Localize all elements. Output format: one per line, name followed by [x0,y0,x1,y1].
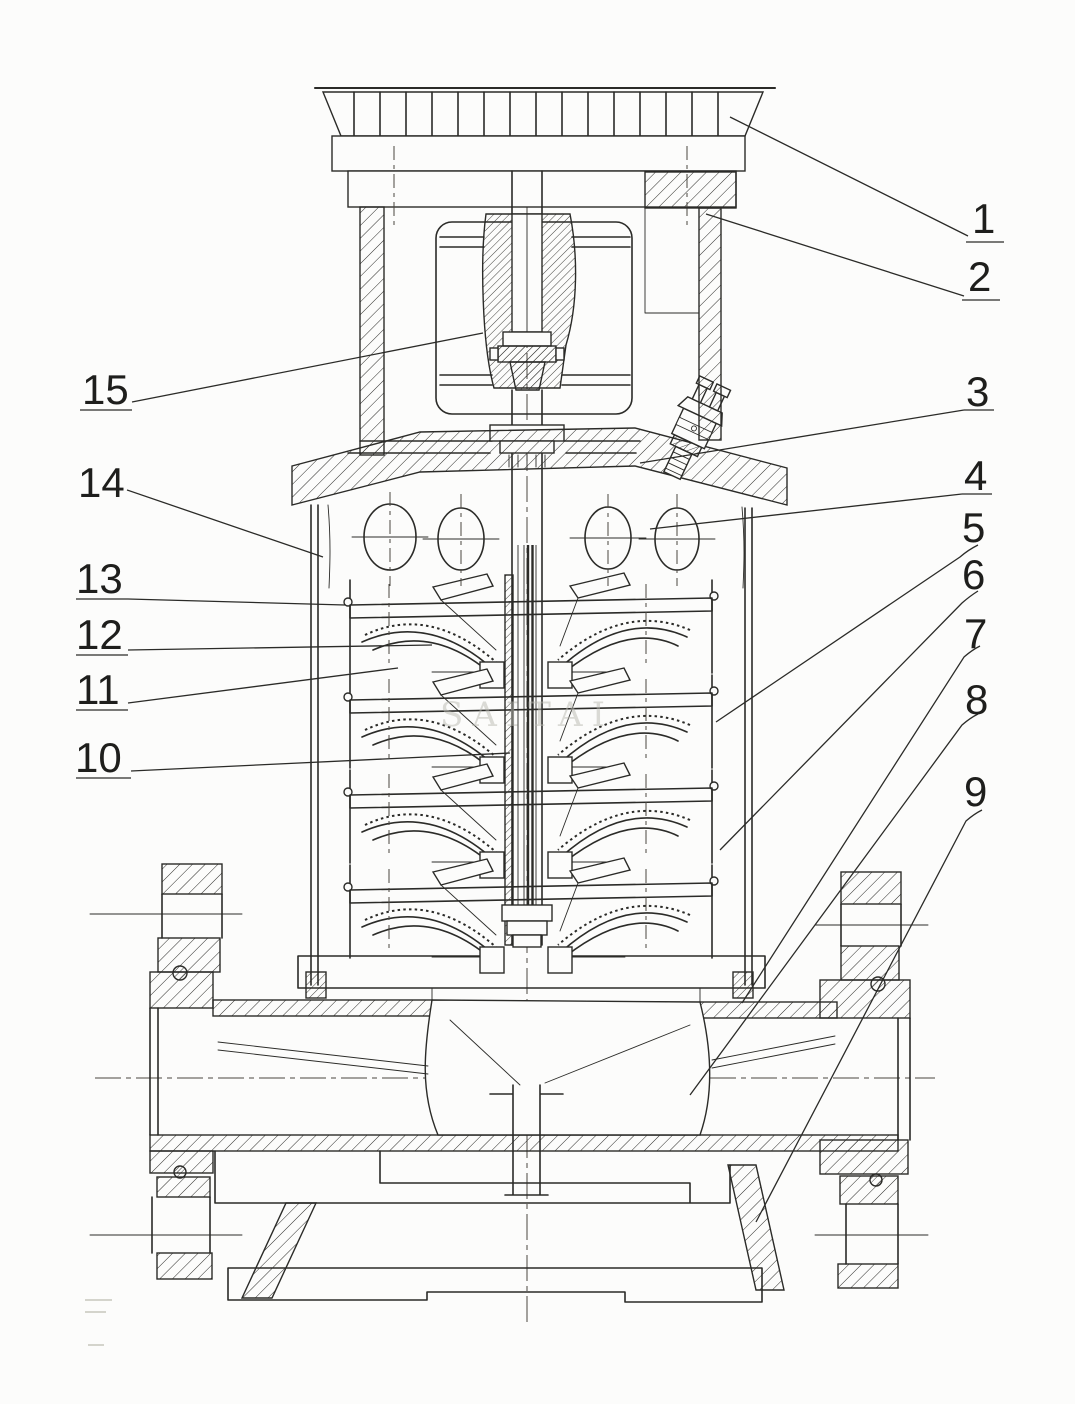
callout-label-10: 10 [75,734,122,781]
pump-head [291,424,788,589]
motor-assembly [313,86,777,456]
casing-bowl [424,999,711,1136]
shaft-nut [512,934,542,948]
callout-leader-8 [689,713,979,1096]
coupling [482,213,577,391]
callout-leader-1 [729,116,969,237]
bearing-boss [489,1084,564,1196]
callout-leader-15 [131,332,484,403]
callout-label-15: 15 [82,366,129,413]
callout-label-2: 2 [968,253,991,300]
callout-leader-10 [130,752,511,772]
base-rib-right [727,1164,785,1291]
callout-label-5: 5 [962,504,985,551]
bottom-casing [149,999,899,1303]
callout-leader-11 [127,667,399,704]
callout-leader-3 [639,409,965,464]
callout-leader-14 [126,489,324,558]
callout-label-9: 9 [964,768,987,815]
sleeve-foot-left [305,971,327,999]
flange-face-right [897,1017,911,1141]
suction-flange-left [149,863,223,1280]
callout-label-4: 4 [964,452,987,499]
callout-label-8: 8 [965,676,988,723]
callout-leader-13 [127,598,346,606]
scan-artifacts [85,1299,112,1346]
callout-leader-7 [741,645,981,1004]
pipe-bottom-wall [149,1134,899,1152]
callout-label-11: 11 [76,666,120,713]
callout-leader-5 [715,544,979,723]
pipe-top-wall-left [212,999,433,1017]
callout-leader-9 [755,809,983,1223]
motor-stool-right-block [644,171,737,209]
callout-label-1: 1 [972,195,995,242]
callout-leader-4 [649,493,963,530]
callout-label-14: 14 [78,459,125,506]
base-plate [227,1267,763,1303]
motor-stool-right-wall [698,207,722,441]
callout-leader-2 [705,213,965,297]
callout-label-12: 12 [76,611,123,658]
pump-shaft [501,389,553,948]
callout-leader-12 [127,644,433,651]
base-rib-left [240,1202,318,1299]
casing-ledge [297,955,766,989]
motor-flange [331,135,746,172]
motor-shaft [511,170,543,215]
sleeve-foot-right [732,971,754,999]
grease-screw-icon [173,1165,187,1179]
callout-leader-6 [719,590,979,851]
motor-stool-left-wall [359,206,385,456]
grease-screw-icon [869,1173,883,1187]
discharge-flange-right [819,871,911,1289]
callout-label-3: 3 [966,368,989,415]
pipe-top-wall-right [699,1001,838,1019]
outer-sleeve [297,504,766,1003]
callout-label-13: 13 [76,555,123,602]
callout-label-6: 6 [962,551,985,598]
motor-rib-band [321,91,765,137]
watermark-text: SAITAI [440,695,614,735]
flange-face-left [149,1007,159,1136]
coupling-bolt-bar [497,345,557,363]
shaft-sleeve [504,574,514,946]
callouts: 1 2 3 4 5 6 7 8 9 15 14 13 12 11 [75,116,1004,1223]
callout-label-7: 7 [964,610,987,657]
head-flange [291,427,788,506]
